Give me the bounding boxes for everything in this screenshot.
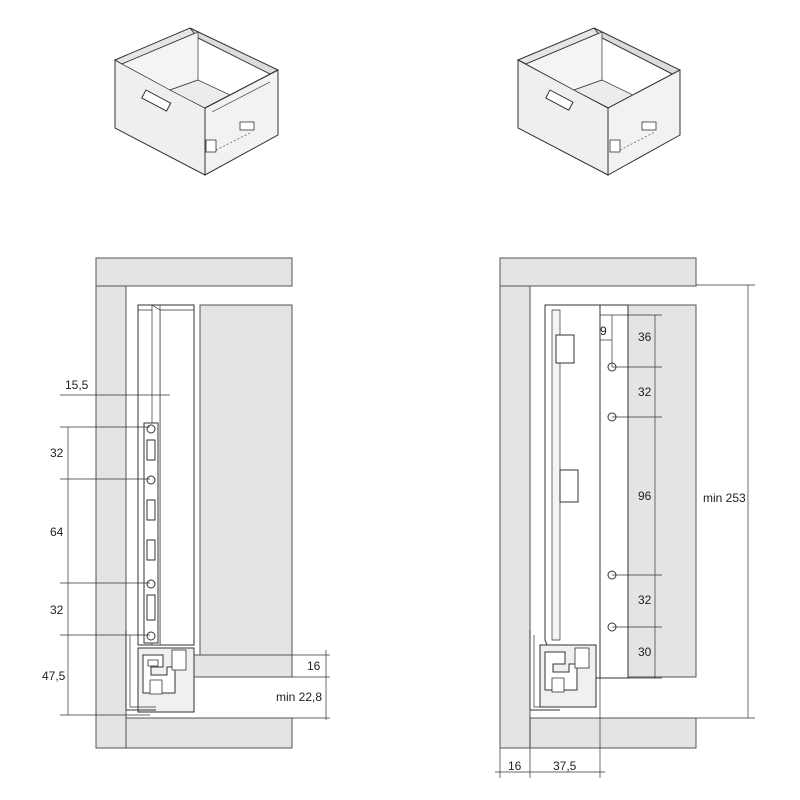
drawer-isometric-left [113, 27, 279, 176]
dim-16-left-label: 16 [307, 659, 321, 673]
dim-min-22-8-label: min 22,8 [276, 690, 322, 704]
dim-32-bottom-right-label: 32 [638, 593, 652, 607]
runner-profile-right [529, 630, 597, 711]
dim-16-right-label: 16 [508, 759, 522, 773]
cabinet-side-panel-left [95, 285, 127, 749]
dim-min-253-label: min 253 [703, 491, 746, 505]
cabinet-top-panel-right [499, 257, 697, 287]
dim-37-5-label: 37,5 [553, 759, 577, 773]
drawer-front-left [199, 304, 293, 656]
section-view-left: 15,5 32 64 32 47,5 16 min 22,8 [42, 257, 330, 749]
drawer-bottom-left [191, 654, 293, 678]
section-view-right: 9 36 32 96 32 30 min 253 16 37,5 [495, 257, 755, 778]
dim-15-5-label: 15,5 [65, 378, 89, 392]
cabinet-side-panel-right [499, 285, 531, 749]
dim-32-bottom-label: 32 [50, 603, 64, 617]
cabinet-top-panel-left [95, 257, 293, 287]
front-fixing-plate-right [599, 304, 629, 679]
dim-32-top-label: 32 [50, 446, 64, 460]
drawer-isometric-right [516, 27, 681, 176]
dim-30-label: 30 [638, 645, 652, 659]
runner-profile-left [125, 630, 195, 713]
dim-9-label: 9 [600, 324, 607, 338]
dim-96-label: 96 [638, 489, 652, 503]
dim-47-5-label: 47,5 [42, 669, 66, 683]
cabinet-bottom-panel-left [125, 717, 293, 749]
dim-36-label: 36 [638, 330, 652, 344]
cabinet-bottom-panel-right [529, 717, 697, 749]
dim-32-top-right-label: 32 [638, 385, 652, 399]
dim-64-label: 64 [50, 525, 64, 539]
